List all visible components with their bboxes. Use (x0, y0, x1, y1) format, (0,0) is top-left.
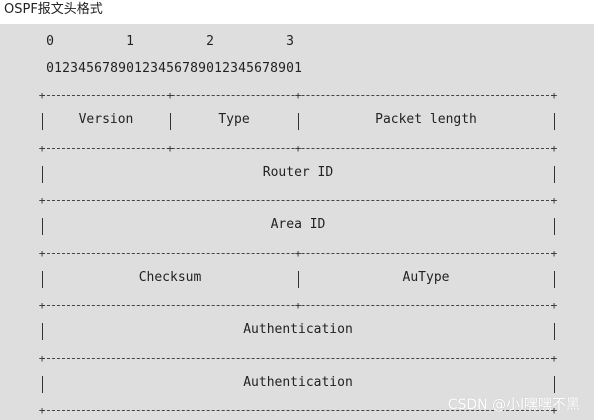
bit-number-label: 6 (254, 61, 262, 76)
bit-number-label: 6 (94, 61, 102, 76)
bit-number-label: 7 (182, 61, 190, 76)
field-label: Router ID (262, 164, 334, 180)
boundary-marker: + (550, 351, 558, 365)
field-divider (42, 375, 43, 393)
field-divider (554, 113, 555, 131)
boundary-marker: + (166, 141, 174, 155)
bit-number-label: 0 (206, 61, 214, 76)
field-divider (170, 113, 171, 131)
bit-number-label: 4 (238, 61, 246, 76)
boundary-marker: + (38, 246, 46, 260)
bit-number-label: 3 (70, 61, 78, 76)
boundary-marker: + (550, 194, 558, 207)
boundary-marker: + (294, 141, 302, 155)
bit-number-label: 5 (246, 61, 254, 76)
bit-number-label: 5 (166, 61, 174, 76)
bit-number-label: 4 (78, 61, 86, 76)
boundary-marker: + (38, 89, 46, 102)
bit-number-label: 0 (126, 61, 134, 76)
bit-number-label: 2 (142, 61, 150, 76)
bit-number-label: 0 (286, 61, 294, 76)
figure-title: OSPF报文头格式 (4, 2, 103, 17)
bit-tens-label: 3 (286, 34, 294, 49)
boundary-marker: + (38, 141, 46, 155)
bit-number-label: 8 (270, 61, 278, 76)
bit-number-label: 1 (214, 61, 222, 76)
bit-number-label: 9 (278, 61, 286, 76)
boundary-marker: + (38, 299, 46, 312)
boundary-marker: + (550, 404, 558, 417)
field-divider (554, 218, 555, 236)
bit-number-label: 3 (230, 61, 238, 76)
bit-number-label: 4 (158, 61, 166, 76)
field-label: Authentication (243, 374, 353, 390)
field-divider (42, 270, 43, 288)
bit-number-label: 0 (46, 61, 54, 76)
bit-number-label: 1 (134, 61, 142, 76)
bit-tens-label: 0 (46, 34, 54, 49)
field-label: Type (218, 112, 250, 128)
field-divider (554, 375, 555, 393)
boundary-marker: + (38, 194, 46, 207)
field-divider (554, 323, 555, 341)
row-separator (42, 357, 554, 359)
boundary-marker: + (550, 89, 558, 102)
boundary-marker: + (294, 299, 302, 312)
boundary-marker: + (166, 89, 174, 102)
boundary-marker: + (550, 246, 558, 260)
bit-tens-label: 2 (206, 34, 214, 49)
bit-number-label: 8 (190, 61, 198, 76)
bit-number-label: 1 (54, 61, 62, 76)
bit-number-label: 6 (174, 61, 182, 76)
boundary-marker: + (294, 246, 302, 260)
field-divider (42, 165, 43, 183)
packet-header-diagram (0, 24, 594, 420)
field-label: Authentication (243, 322, 353, 338)
row-separator (42, 252, 554, 254)
field-divider (42, 218, 43, 236)
field-divider (554, 165, 555, 183)
bit-number-label: 9 (118, 61, 126, 76)
field-label: AuType (402, 269, 450, 285)
bit-number-label: 8 (110, 61, 118, 76)
bit-number-label: 5 (86, 61, 94, 76)
field-label: Version (78, 112, 134, 128)
row-separator (42, 95, 554, 96)
bit-number-label: 9 (198, 61, 206, 76)
field-divider (42, 323, 43, 341)
field-divider (298, 113, 299, 131)
row-separator (42, 410, 554, 411)
boundary-marker: + (38, 404, 46, 417)
bit-number-label: 7 (102, 61, 110, 76)
field-divider (554, 270, 555, 288)
bit-tens-label: 1 (126, 34, 134, 49)
watermark: CSDN @小l嘿嘿不黑 (447, 397, 580, 413)
boundary-marker: + (294, 89, 302, 102)
boundary-marker: + (550, 141, 558, 155)
bit-number-label: 2 (222, 61, 230, 76)
field-label: Checksum (138, 269, 202, 285)
row-separator (42, 147, 554, 149)
field-divider (298, 270, 299, 288)
bit-number-label: 1 (294, 61, 302, 76)
row-separator (42, 200, 554, 201)
field-label: Area ID (270, 217, 326, 233)
bit-number-label: 7 (262, 61, 270, 76)
field-label: Packet length (375, 112, 477, 128)
boundary-marker: + (38, 351, 46, 365)
bit-number-label: 3 (150, 61, 158, 76)
row-separator (42, 305, 554, 306)
boundary-marker: + (550, 299, 558, 312)
bit-number-label: 2 (62, 61, 70, 76)
field-divider (42, 113, 43, 131)
